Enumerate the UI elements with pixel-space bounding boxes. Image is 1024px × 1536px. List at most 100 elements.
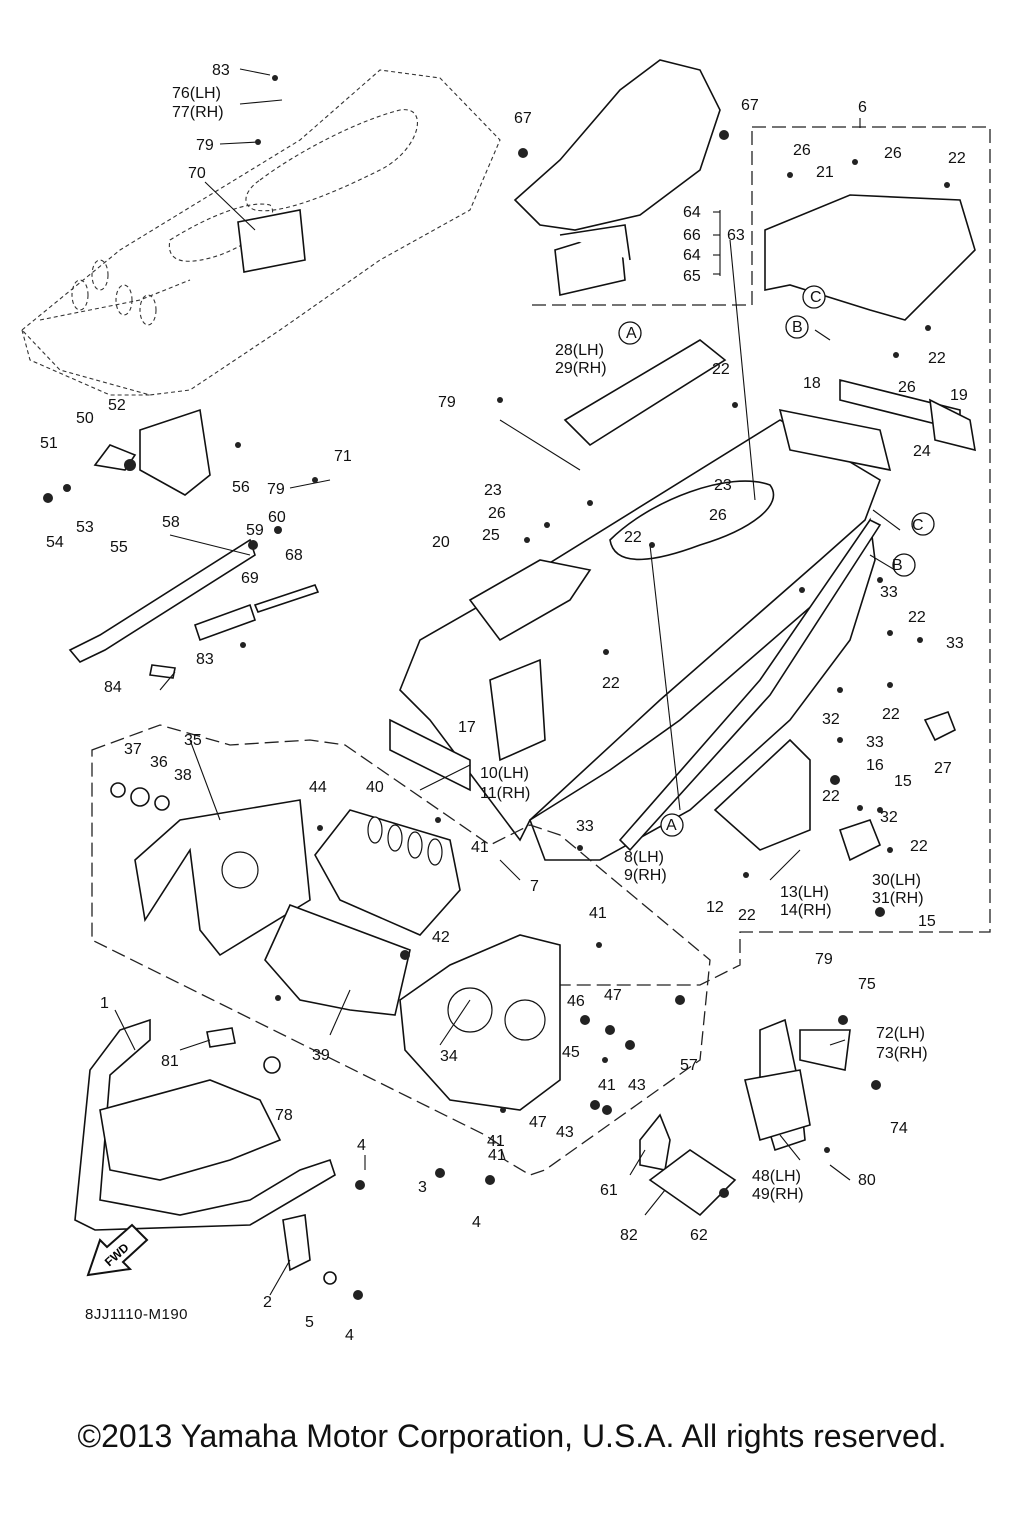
pad-81 xyxy=(206,1027,236,1048)
assembly-box-7 xyxy=(91,724,711,1176)
bracket-17 xyxy=(389,718,471,792)
callout-label: 74 xyxy=(890,1120,908,1137)
callout-label: 24 xyxy=(913,443,931,460)
grommet-78 xyxy=(263,1056,281,1074)
side-plate-48-49 xyxy=(744,1018,811,1152)
callout-label: 43 xyxy=(628,1077,646,1094)
copyright-notice: ©2013 Yamaha Motor Corporation, U.S.A. A… xyxy=(77,1418,947,1454)
callout-label: 67 xyxy=(741,97,759,114)
callout-label: 1 xyxy=(100,995,109,1012)
callout-label: 41 xyxy=(487,1133,505,1150)
callout-label: 47 xyxy=(604,987,622,1004)
callout-label: 50 xyxy=(76,410,94,427)
callout-label: 49(RH) xyxy=(752,1186,804,1203)
reinforcement-8-9 xyxy=(618,518,882,852)
fwd-arrow-icon xyxy=(86,1223,149,1277)
callout-label: 33 xyxy=(866,734,884,751)
front-bulkhead-34 xyxy=(399,934,561,1111)
callout-label: 3 xyxy=(418,1179,427,1196)
callout-label: 66 xyxy=(683,227,701,244)
callout-label: 13(LH) xyxy=(780,884,829,901)
plate-27 xyxy=(923,710,957,742)
callout-label: 15 xyxy=(918,913,936,930)
callout-label: 21 xyxy=(816,164,834,181)
heat-exchanger-39 xyxy=(264,903,411,1016)
callout-label: 78 xyxy=(275,1107,293,1124)
callout-label: 42 xyxy=(432,929,450,946)
callout-label: A xyxy=(666,817,677,834)
part-84 xyxy=(149,664,176,679)
callout-label: 72(LH) xyxy=(876,1025,925,1042)
callout-label: 22 xyxy=(928,350,946,367)
bracket-10-11 xyxy=(489,658,546,762)
callout-label: 43 xyxy=(556,1124,574,1141)
bulkhead-35 xyxy=(134,799,311,957)
rear-flap-assembly xyxy=(513,59,721,296)
callout-label: 26 xyxy=(793,142,811,159)
callout-label: 17 xyxy=(458,719,476,736)
callout-label: 26 xyxy=(709,507,727,524)
callout-label: 64 xyxy=(683,247,701,264)
callout-label: 22 xyxy=(948,150,966,167)
callout-label: 63 xyxy=(727,227,745,244)
callout-label: B xyxy=(792,319,803,336)
callout-label: 79 xyxy=(815,951,833,968)
callout-label: 33 xyxy=(946,635,964,652)
callout-label: 79 xyxy=(267,481,285,498)
callout-label: 22 xyxy=(602,675,620,692)
callout-label: 61 xyxy=(600,1182,618,1199)
ref-circle-a-top xyxy=(618,321,642,345)
callout-label: 26 xyxy=(488,505,506,522)
callout-label: 37 xyxy=(124,741,142,758)
callout-label: 46 xyxy=(567,993,585,1010)
callout-label: 82 xyxy=(620,1227,638,1244)
callout-label: 10(LH) xyxy=(480,765,529,782)
callout-label: 60 xyxy=(268,509,286,526)
callout-label: 53 xyxy=(76,519,94,536)
callout-label: 41 xyxy=(488,1147,506,1164)
callout-label: 45 xyxy=(562,1044,580,1061)
callout-label: 65 xyxy=(683,268,701,285)
plate-13-14 xyxy=(713,738,811,851)
callout-label: 28(LH) xyxy=(555,342,604,359)
callout-label: 58 xyxy=(162,514,180,531)
bracket-61 xyxy=(639,1113,671,1171)
callout-label: 59 xyxy=(246,522,264,539)
callout-label: 8(LH) xyxy=(624,849,664,866)
callout-label: 83 xyxy=(196,651,214,668)
callout-label: 67 xyxy=(514,110,532,127)
callout-label: 16 xyxy=(866,757,884,774)
callout-label: 71 xyxy=(334,448,352,465)
callout-label: 2 xyxy=(263,1294,272,1311)
callout-label: C xyxy=(810,289,822,306)
seal-38 xyxy=(154,795,170,811)
callout-label: 51 xyxy=(40,435,58,452)
callout-label: 31(RH) xyxy=(872,890,924,907)
callout-label: 33 xyxy=(880,584,898,601)
plate-28-29 xyxy=(563,339,727,447)
callout-label: 34 xyxy=(440,1048,458,1065)
callout-label: 41 xyxy=(589,905,607,922)
callout-label: 80 xyxy=(858,1172,876,1189)
callout-label: 55 xyxy=(110,539,128,556)
callout-label: 39 xyxy=(312,1047,330,1064)
callout-label: 41 xyxy=(471,839,489,856)
callout-label: 62 xyxy=(690,1227,708,1244)
callout-label: 81 xyxy=(161,1053,179,1070)
rail-58 xyxy=(68,538,256,663)
callout-label: 79 xyxy=(438,394,456,411)
leader-lines xyxy=(114,68,901,1296)
bearing-36 xyxy=(130,787,150,807)
ref-circle-a-bottom xyxy=(660,813,684,837)
plate-70 xyxy=(237,209,306,273)
callout-label: 26 xyxy=(898,379,916,396)
callout-label: 23 xyxy=(484,482,502,499)
callout-label: 41 xyxy=(598,1077,616,1094)
strip-69 xyxy=(193,603,257,642)
callout-label: 12 xyxy=(706,899,724,916)
phantom-tunnel-outline xyxy=(21,69,501,396)
callout-label: 4 xyxy=(472,1214,481,1231)
callout-label: 26 xyxy=(884,145,902,162)
